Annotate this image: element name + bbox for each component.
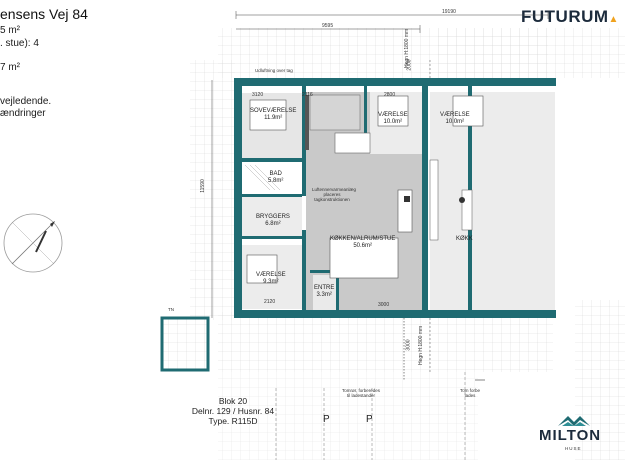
room-kokken2: KØKK — [456, 236, 473, 243]
note-tomror2: Tom forbe lades — [459, 388, 480, 398]
info-line-disclaimer1: vejledende. — [0, 96, 52, 107]
dim-label-3: 2800 — [384, 92, 396, 98]
room-area: 10.0m² — [445, 119, 465, 125]
room-vaerelse3: VÆRELSE 9.3m² — [256, 272, 286, 286]
dim-left-width: 9595 — [322, 23, 334, 29]
note-tomror: Tomrør, forberedes til ladestander — [341, 388, 380, 398]
note-tn: TN — [168, 307, 174, 312]
room-bad: BAD 5.8m² — [268, 171, 283, 185]
dim-label-2: 2116 — [302, 92, 313, 98]
room-bryggers: BRYGGERS 6.8m² — [256, 214, 290, 228]
room-area: 6.8m² — [265, 221, 281, 227]
room-name: BRYGGERS — [256, 214, 290, 220]
room-name: VÆRELSE — [440, 112, 470, 118]
note-top: Udluftning over tag — [255, 68, 293, 73]
room-name: KØKK — [456, 236, 473, 242]
milton-logo-text: MILTON — [539, 427, 602, 444]
futurum-logo-text: FUTURUM — [521, 7, 609, 26]
info-line-area: 5 m² — [0, 25, 20, 36]
info-line-rooms: . stue): 4 — [0, 38, 39, 49]
parking-label-2: P — [366, 414, 373, 425]
floor-plan — [160, 11, 625, 460]
block-line-2: Delnr. 129 / Husnr. 84 — [191, 406, 275, 416]
info-line-disclaimer2: ændringer — [0, 108, 46, 119]
compass-icon — [3, 213, 63, 273]
room-name: BAD — [269, 171, 282, 177]
page-title: ensens Vej 84 — [0, 6, 88, 22]
futurum-accent-icon: ▲ — [608, 14, 619, 25]
hedge-bottom-label: Hegn H:1800 mm — [418, 325, 424, 365]
room-entre: ENTRE 3.3m² — [314, 285, 334, 299]
dim-label-4: 3000 — [378, 302, 390, 308]
dim-label-1: 3120 — [252, 92, 264, 98]
dim-bottom-offset: 3000 — [405, 339, 412, 351]
room-name: SOVEVÆRELSE — [250, 108, 297, 114]
room-area: 10.0m² — [383, 119, 403, 125]
room-area: 9.3m² — [263, 279, 279, 285]
room-vaerelse1: VÆRELSE 10.0m² — [378, 112, 408, 126]
room-name: VÆRELSE — [256, 272, 286, 278]
dim-label-5: 2120 — [264, 299, 276, 305]
parking-label-1: P — [323, 414, 330, 425]
room-sovevaerelse: SOVEVÆRELSE 11.9m² — [250, 108, 296, 122]
room-name: VÆRELSE — [378, 112, 408, 118]
room-name: ENTRE — [314, 285, 335, 291]
milton-logo-icon — [558, 416, 590, 426]
block-line-1: Blok 20 — [218, 396, 248, 406]
room-name: KØKKEN/ALRUM/STUE — [330, 236, 396, 242]
block-line-3: Type. R115D — [208, 416, 258, 426]
milton-logo-sub: HUSE — [565, 446, 582, 451]
block-info: Blok 20 Delnr. 129 / Husnr. 84 Type. R11… — [178, 396, 288, 426]
room-area: 3.3m² — [316, 292, 332, 298]
room-vaerelse2: VÆRELSE 10.0m² — [440, 112, 470, 126]
room-area: 5.8m² — [268, 178, 284, 184]
dim-depth: 11590 — [199, 179, 206, 193]
info-line-area2: 7 m² — [0, 62, 20, 73]
room-area: 11.9m² — [264, 115, 283, 121]
futurum-logo: FUTURUM▲ — [521, 7, 619, 27]
room-area: 50.6m² — [353, 243, 373, 249]
dim-overall-width: 19190 — [442, 9, 456, 15]
note-aircon: Luftennervarmeanlæg placeres tagkonstruk… — [312, 187, 357, 202]
hedge-top-label: Hegn H:1800 mm — [404, 28, 410, 68]
room-kokken: KØKKEN/ALRUM/STUE 50.6m² — [330, 236, 395, 250]
